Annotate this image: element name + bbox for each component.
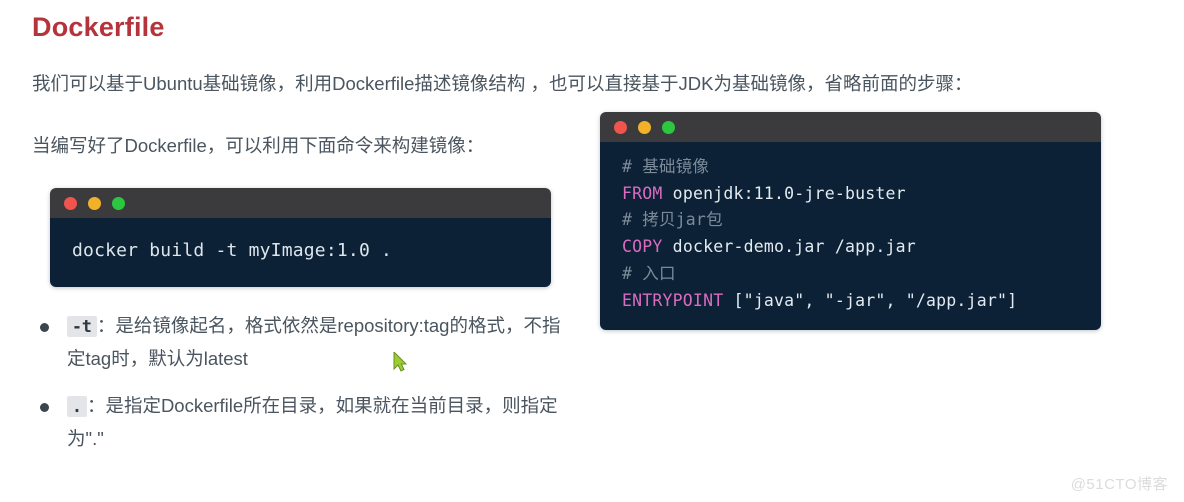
minimize-yellow-dot-icon[interactable] [638,120,651,134]
maximize-green-dot-icon[interactable] [662,120,675,134]
bullet-text: -t：是给镜像起名，格式依然是repository:tag的格式，不指定tag时… [67,310,572,376]
code-line-comment: # 基础镜像 [622,157,710,176]
code-window-titlebar [50,188,551,218]
code-argument: ["java", "-jar", "/app.jar"] [723,290,1018,310]
page-title: Dockerfile [32,12,165,42]
inline-code: -t [67,316,97,337]
code-argument: docker-demo.jar /app.jar [662,237,916,257]
code-line-directive: FROM openjdk:11.0-jre-buster [600,181,1101,208]
intro-paragraph: 我们可以基于Ubuntu基础镜像，利用Dockerfile描述镜像结构 ，也可以… [32,73,973,94]
code-line-comment: # 拷贝jar包 [622,210,723,230]
watermark: @51CTO博客 [1070,476,1168,493]
code-window-body: # 基础镜像 FROM openjdk:11.0-jre-buster # 拷贝… [600,142,1101,331]
minimize-yellow-dot-icon[interactable] [88,196,101,210]
list-item: -t：是给镜像起名，格式依然是repository:tag的格式，不指定tag时… [32,310,572,376]
code-keyword: COPY [622,237,663,257]
code-keyword: FROM [622,183,663,203]
code-argument: openjdk:11.0-jre-buster [662,183,906,203]
bullet-list: -t：是给镜像起名，格式依然是repository:tag的格式，不指定tag时… [32,310,572,470]
close-red-dot-icon[interactable] [64,196,77,210]
bullet-dot-icon [40,323,49,332]
code-window-titlebar [600,112,1101,142]
build-hint-paragraph: 当编写好了Dockerfile，可以利用下面命令来构建镜像： [32,135,485,156]
bullet-description: ：是指定Dockerfile所在目录，如果就在当前目录，则指定为"." [67,394,558,449]
bullet-dot-icon [40,402,49,412]
maximize-green-dot-icon[interactable] [112,196,125,210]
code-window-body: docker build -t myImage:1.0 . [50,218,551,287]
code-window-dockerfile: # 基础镜像 FROM openjdk:11.0-jre-buster # 拷贝… [600,112,1101,331]
code-line-directive: ENTRYPOINT ["java", "-jar", "/app.jar"] [600,288,1101,315]
close-red-dot-icon[interactable] [614,120,627,134]
code-line-comment: # 入口 [622,263,676,283]
code-window-docker-build: docker build -t myImage:1.0 . [50,188,551,287]
inline-code: . [67,395,87,417]
code-line: docker build -t myImage:1.0 . [72,240,393,261]
bullet-description: ：是给镜像起名，格式依然是repository:tag的格式，不指定tag时，默… [67,315,561,369]
code-line-directive: COPY docker-demo.jar /app.jar [600,234,1101,261]
list-item: .：是指定Dockerfile所在目录，如果就在当前目录，则指定为"." [32,390,572,456]
bullet-text: .：是指定Dockerfile所在目录，如果就在当前目录，则指定为"." [67,390,572,456]
code-keyword: ENTRYPOINT [622,290,724,310]
